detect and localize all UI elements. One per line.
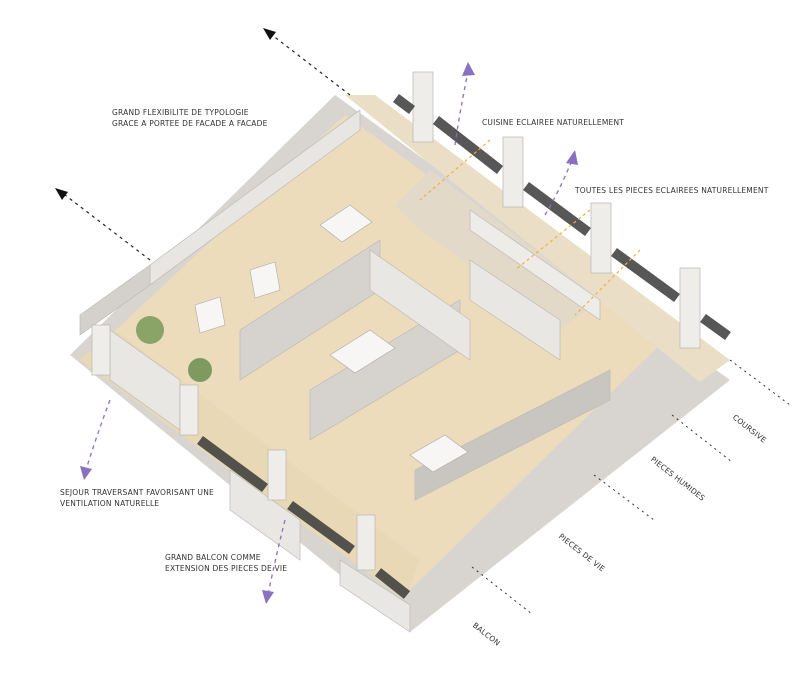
ventilation-arrow-heads (80, 62, 578, 604)
annotation-flexibility: GRAND FLEXIBILITE DE TYPOLOGIE GRACE A P… (112, 107, 268, 129)
annotation-all-rooms: TOUTES LES PIECES ECLAIREES NATURELLEMEN… (575, 186, 769, 195)
annotation-living: SEJOUR TRAVERSANT FAVORISANT UNE VENTILA… (60, 487, 214, 509)
zone-leader-lines (471, 359, 791, 615)
annotation-line: SEJOUR TRAVERSANT FAVORISANT UNE (60, 488, 214, 497)
annotation-line: GRACE A PORTEE DE FACADE A FACADE (112, 119, 268, 128)
facade-pillars (91, 71, 701, 571)
annotation-line: GRAND FLEXIBILITE DE TYPOLOGIE (112, 108, 249, 117)
furniture (136, 204, 469, 473)
annotation-line: VENTILATION NATURELLE (60, 499, 160, 508)
arrow-head-icon (263, 28, 276, 40)
light-arrows (419, 139, 641, 316)
annotation-kitchen: CUISINE ECLAIREE NATURELLEMENT (482, 118, 625, 127)
annotation-line: EXTENSION DES PIECES DE VIE (165, 564, 288, 573)
annotation-balcony: GRAND BALCON COMME EXTENSION DES PIECES … (165, 552, 287, 574)
flexibility-arrows (64, 34, 351, 261)
arrow-head-icon (55, 188, 68, 200)
wet-rooms-tiles (395, 170, 600, 330)
coursive-floor (345, 95, 730, 382)
railings (197, 94, 731, 599)
ventilation-arrows (85, 71, 573, 596)
annotation-line: GRAND BALCON COMME (165, 553, 261, 562)
